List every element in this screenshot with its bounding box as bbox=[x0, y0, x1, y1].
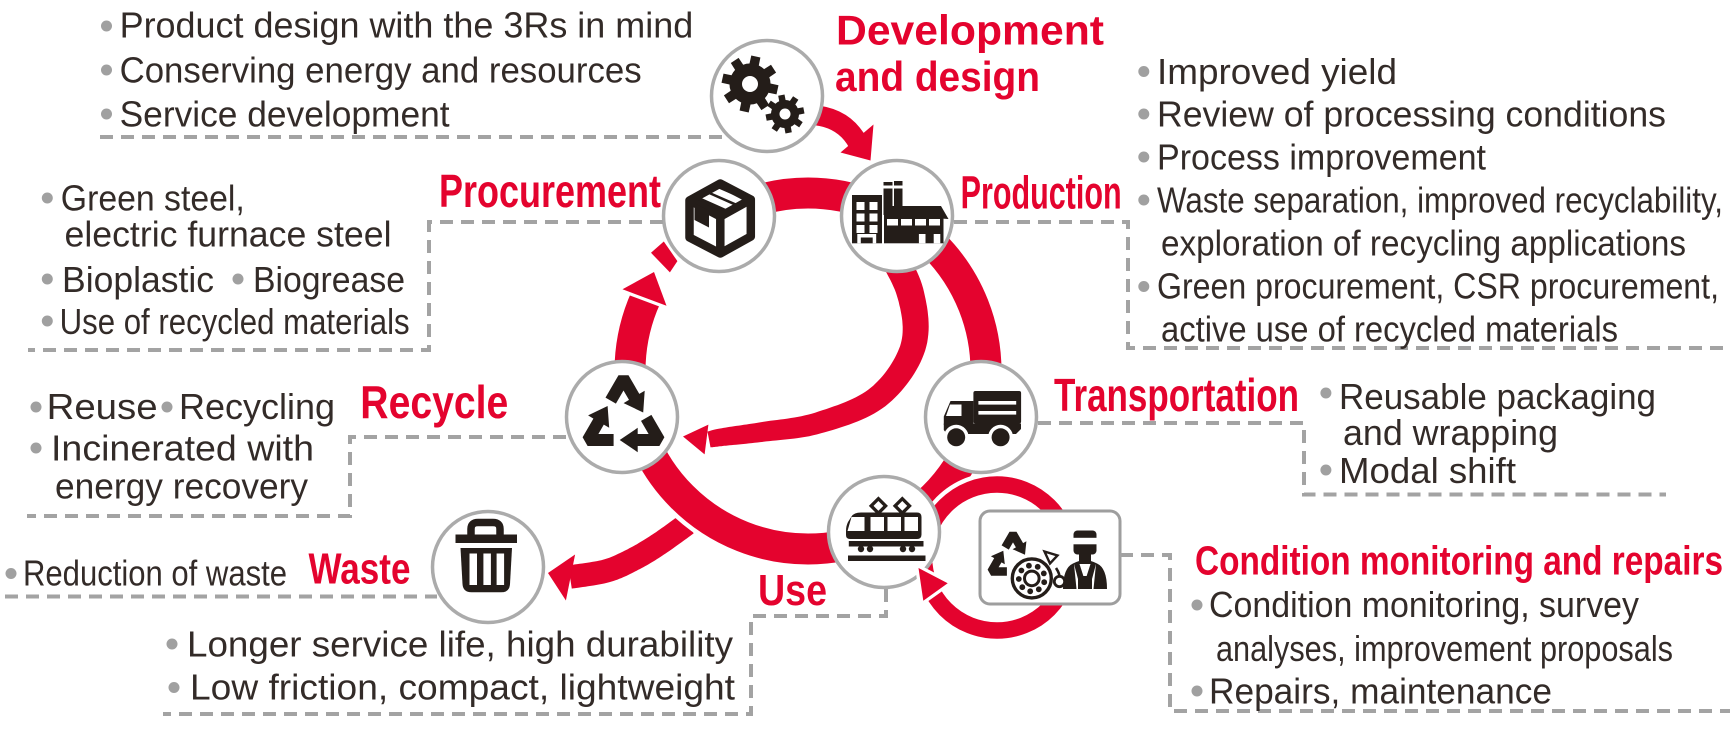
svg-text:Repairs, maintenance: Repairs, maintenance bbox=[1209, 670, 1552, 711]
svg-text:Recycle: Recycle bbox=[360, 376, 508, 428]
svg-text:Condition monitoring, survey: Condition monitoring, survey bbox=[1209, 584, 1639, 625]
svg-text:Service development: Service development bbox=[120, 93, 450, 134]
svg-text:Reusable packaging: Reusable packaging bbox=[1339, 376, 1656, 417]
svg-text:Product design with the 3Rs in: Product design with the 3Rs in mind bbox=[120, 4, 694, 45]
svg-text:Reduction of waste: Reduction of waste bbox=[23, 553, 287, 594]
svg-text:Longer service life, high dura: Longer service life, high durability bbox=[187, 623, 733, 664]
svg-text:Use: Use bbox=[758, 566, 827, 615]
svg-text:Review of processing condition: Review of processing conditions bbox=[1157, 93, 1666, 134]
svg-text:Incinerated with: Incinerated with bbox=[51, 427, 314, 468]
svg-text:Modal shift: Modal shift bbox=[1339, 450, 1516, 491]
svg-text:Biogrease: Biogrease bbox=[253, 259, 405, 300]
svg-text:Waste separation, improved rec: Waste separation, improved recyclability… bbox=[1157, 179, 1723, 220]
svg-text:and wrapping: and wrapping bbox=[1343, 412, 1558, 453]
svg-text:Conserving energy and resource: Conserving energy and resources bbox=[120, 49, 642, 90]
svg-text:electric furnace steel: electric furnace steel bbox=[65, 214, 392, 255]
svg-text:Green steel,: Green steel, bbox=[61, 178, 245, 219]
svg-text:Development: Development bbox=[836, 7, 1104, 54]
svg-text:active use of recycled materia: active use of recycled materials bbox=[1161, 309, 1618, 350]
svg-text:Procurement: Procurement bbox=[439, 165, 661, 217]
svg-text:Process improvement: Process improvement bbox=[1157, 136, 1486, 177]
svg-text:Improved yield: Improved yield bbox=[1157, 51, 1397, 92]
svg-text:energy recovery: energy recovery bbox=[55, 466, 308, 507]
svg-text:Transportation: Transportation bbox=[1054, 369, 1299, 421]
svg-text:and design: and design bbox=[835, 53, 1040, 100]
svg-text:Bioplastic: Bioplastic bbox=[62, 259, 214, 300]
svg-text:exploration of recycling appli: exploration of recycling applications bbox=[1161, 223, 1686, 264]
svg-text:Condition monitoring and repai: Condition monitoring and repairs bbox=[1195, 537, 1723, 583]
svg-text:Reuse: Reuse bbox=[47, 386, 158, 427]
svg-text:Low friction, compact, lightwe: Low friction, compact, lightweight bbox=[190, 667, 735, 708]
svg-text:Production: Production bbox=[961, 167, 1122, 219]
svg-text:Use of recycled materials: Use of recycled materials bbox=[60, 301, 410, 342]
svg-text:Recycling: Recycling bbox=[179, 386, 335, 427]
svg-text:Green procurement, CSR procure: Green procurement, CSR procurement, bbox=[1157, 266, 1719, 307]
svg-text:Waste: Waste bbox=[309, 545, 411, 594]
svg-text:analyses, improvement proposal: analyses, improvement proposals bbox=[1216, 628, 1673, 669]
